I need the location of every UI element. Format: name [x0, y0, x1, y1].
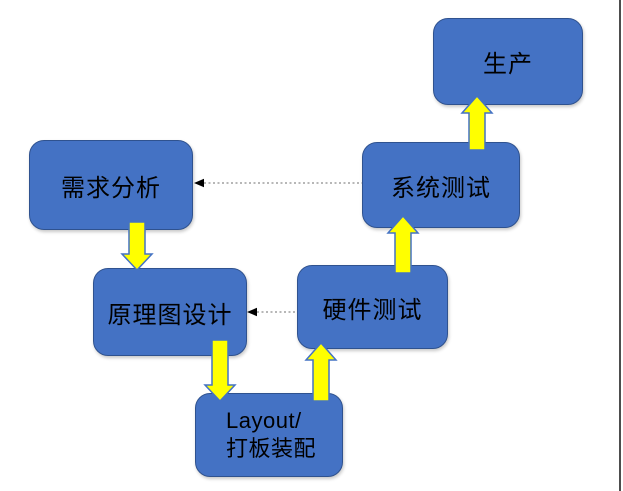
- node-system-test: 系统测试: [362, 142, 520, 228]
- node-production: 生产: [433, 18, 583, 105]
- node-layout-assembly-label-line2: 打板装配: [226, 436, 317, 461]
- node-schematic-design-label: 原理图设计: [107, 301, 233, 329]
- node-requirements-label: 需求分析: [61, 174, 161, 202]
- node-production-label: 生产: [483, 51, 533, 78]
- feedback-arrow-hardware-test-to-schematic-icon: [247, 307, 297, 317]
- feedback-arrow-system-test-to-requirements-icon: [194, 178, 362, 188]
- node-hardware-test-label: 硬件测试: [322, 296, 423, 324]
- node-layout-assembly: Layout/ 打板装配: [195, 393, 343, 477]
- node-requirements: 需求分析: [29, 140, 193, 230]
- page-edge-line: [619, 0, 621, 491]
- node-system-test-label: 系统测试: [391, 174, 491, 202]
- node-hardware-test: 硬件测试: [297, 265, 448, 349]
- node-schematic-design: 原理图设计: [93, 268, 247, 356]
- node-layout-assembly-label-line1: Layout/: [226, 408, 302, 434]
